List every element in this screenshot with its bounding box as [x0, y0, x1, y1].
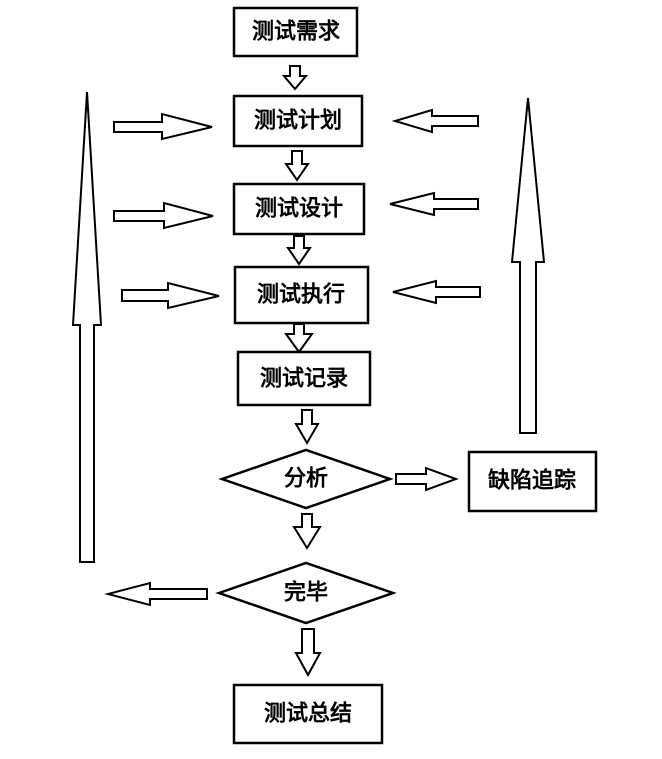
arrow-left-into-plan [113, 112, 213, 141]
arrow-right-feedback-up [510, 97, 546, 434]
node-record-label: 测试记录 [260, 367, 348, 392]
arrow-execute-to-record [284, 323, 314, 354]
node-design-label: 测试设计 [255, 197, 343, 222]
node-plan-box [232, 94, 364, 148]
node-execute-box [233, 265, 370, 325]
node-analysis-diamond [218, 448, 394, 510]
arrow-right-into-execute [392, 279, 481, 305]
arrow-plan-to-design [284, 150, 310, 182]
node-requirements: 测试需求 [232, 6, 359, 58]
node-requirements-label: 测试需求 [252, 20, 340, 45]
arrow-analysis-to-defect [395, 466, 459, 492]
node-record-box [236, 350, 372, 407]
node-plan: 测试计划 [232, 94, 364, 148]
node-execute: 测试执行 [233, 265, 370, 325]
arrow-requirements-to-plan [281, 65, 309, 91]
arrow-left-into-design [113, 201, 214, 230]
node-requirements-box [232, 6, 359, 58]
node-record: 测试记录 [236, 350, 372, 407]
node-defect-label: 缺陷追踪 [488, 468, 576, 494]
node-complete: 完毕 [215, 561, 397, 625]
arrow-complete-to-summary [294, 628, 322, 678]
node-execute-label: 测试执行 [257, 282, 345, 308]
arrow-design-to-execute [286, 235, 312, 266]
node-complete-label: 完毕 [284, 580, 328, 606]
node-summary: 测试总结 [232, 683, 384, 745]
node-summary-box [232, 683, 384, 745]
arrow-record-to-analysis [294, 409, 320, 445]
node-complete-diamond [215, 561, 397, 625]
node-defect-box [467, 450, 598, 513]
node-analysis-label: 分析 [284, 467, 328, 492]
arrow-complete-to-left [104, 581, 208, 607]
node-design: 测试设计 [232, 182, 366, 236]
node-analysis: 分析 [218, 448, 394, 510]
arrow-right-into-design [389, 191, 479, 217]
node-plan-label: 测试计划 [254, 109, 342, 134]
arrow-analysis-to-complete [292, 513, 322, 550]
node-design-box [232, 182, 366, 236]
arrow-left-into-execute [121, 281, 220, 310]
node-defect: 缺陷追踪 [467, 450, 598, 513]
arrow-left-feedback-up [71, 91, 103, 563]
node-summary-label: 测试总结 [264, 701, 352, 727]
arrow-right-into-plan [391, 108, 479, 134]
